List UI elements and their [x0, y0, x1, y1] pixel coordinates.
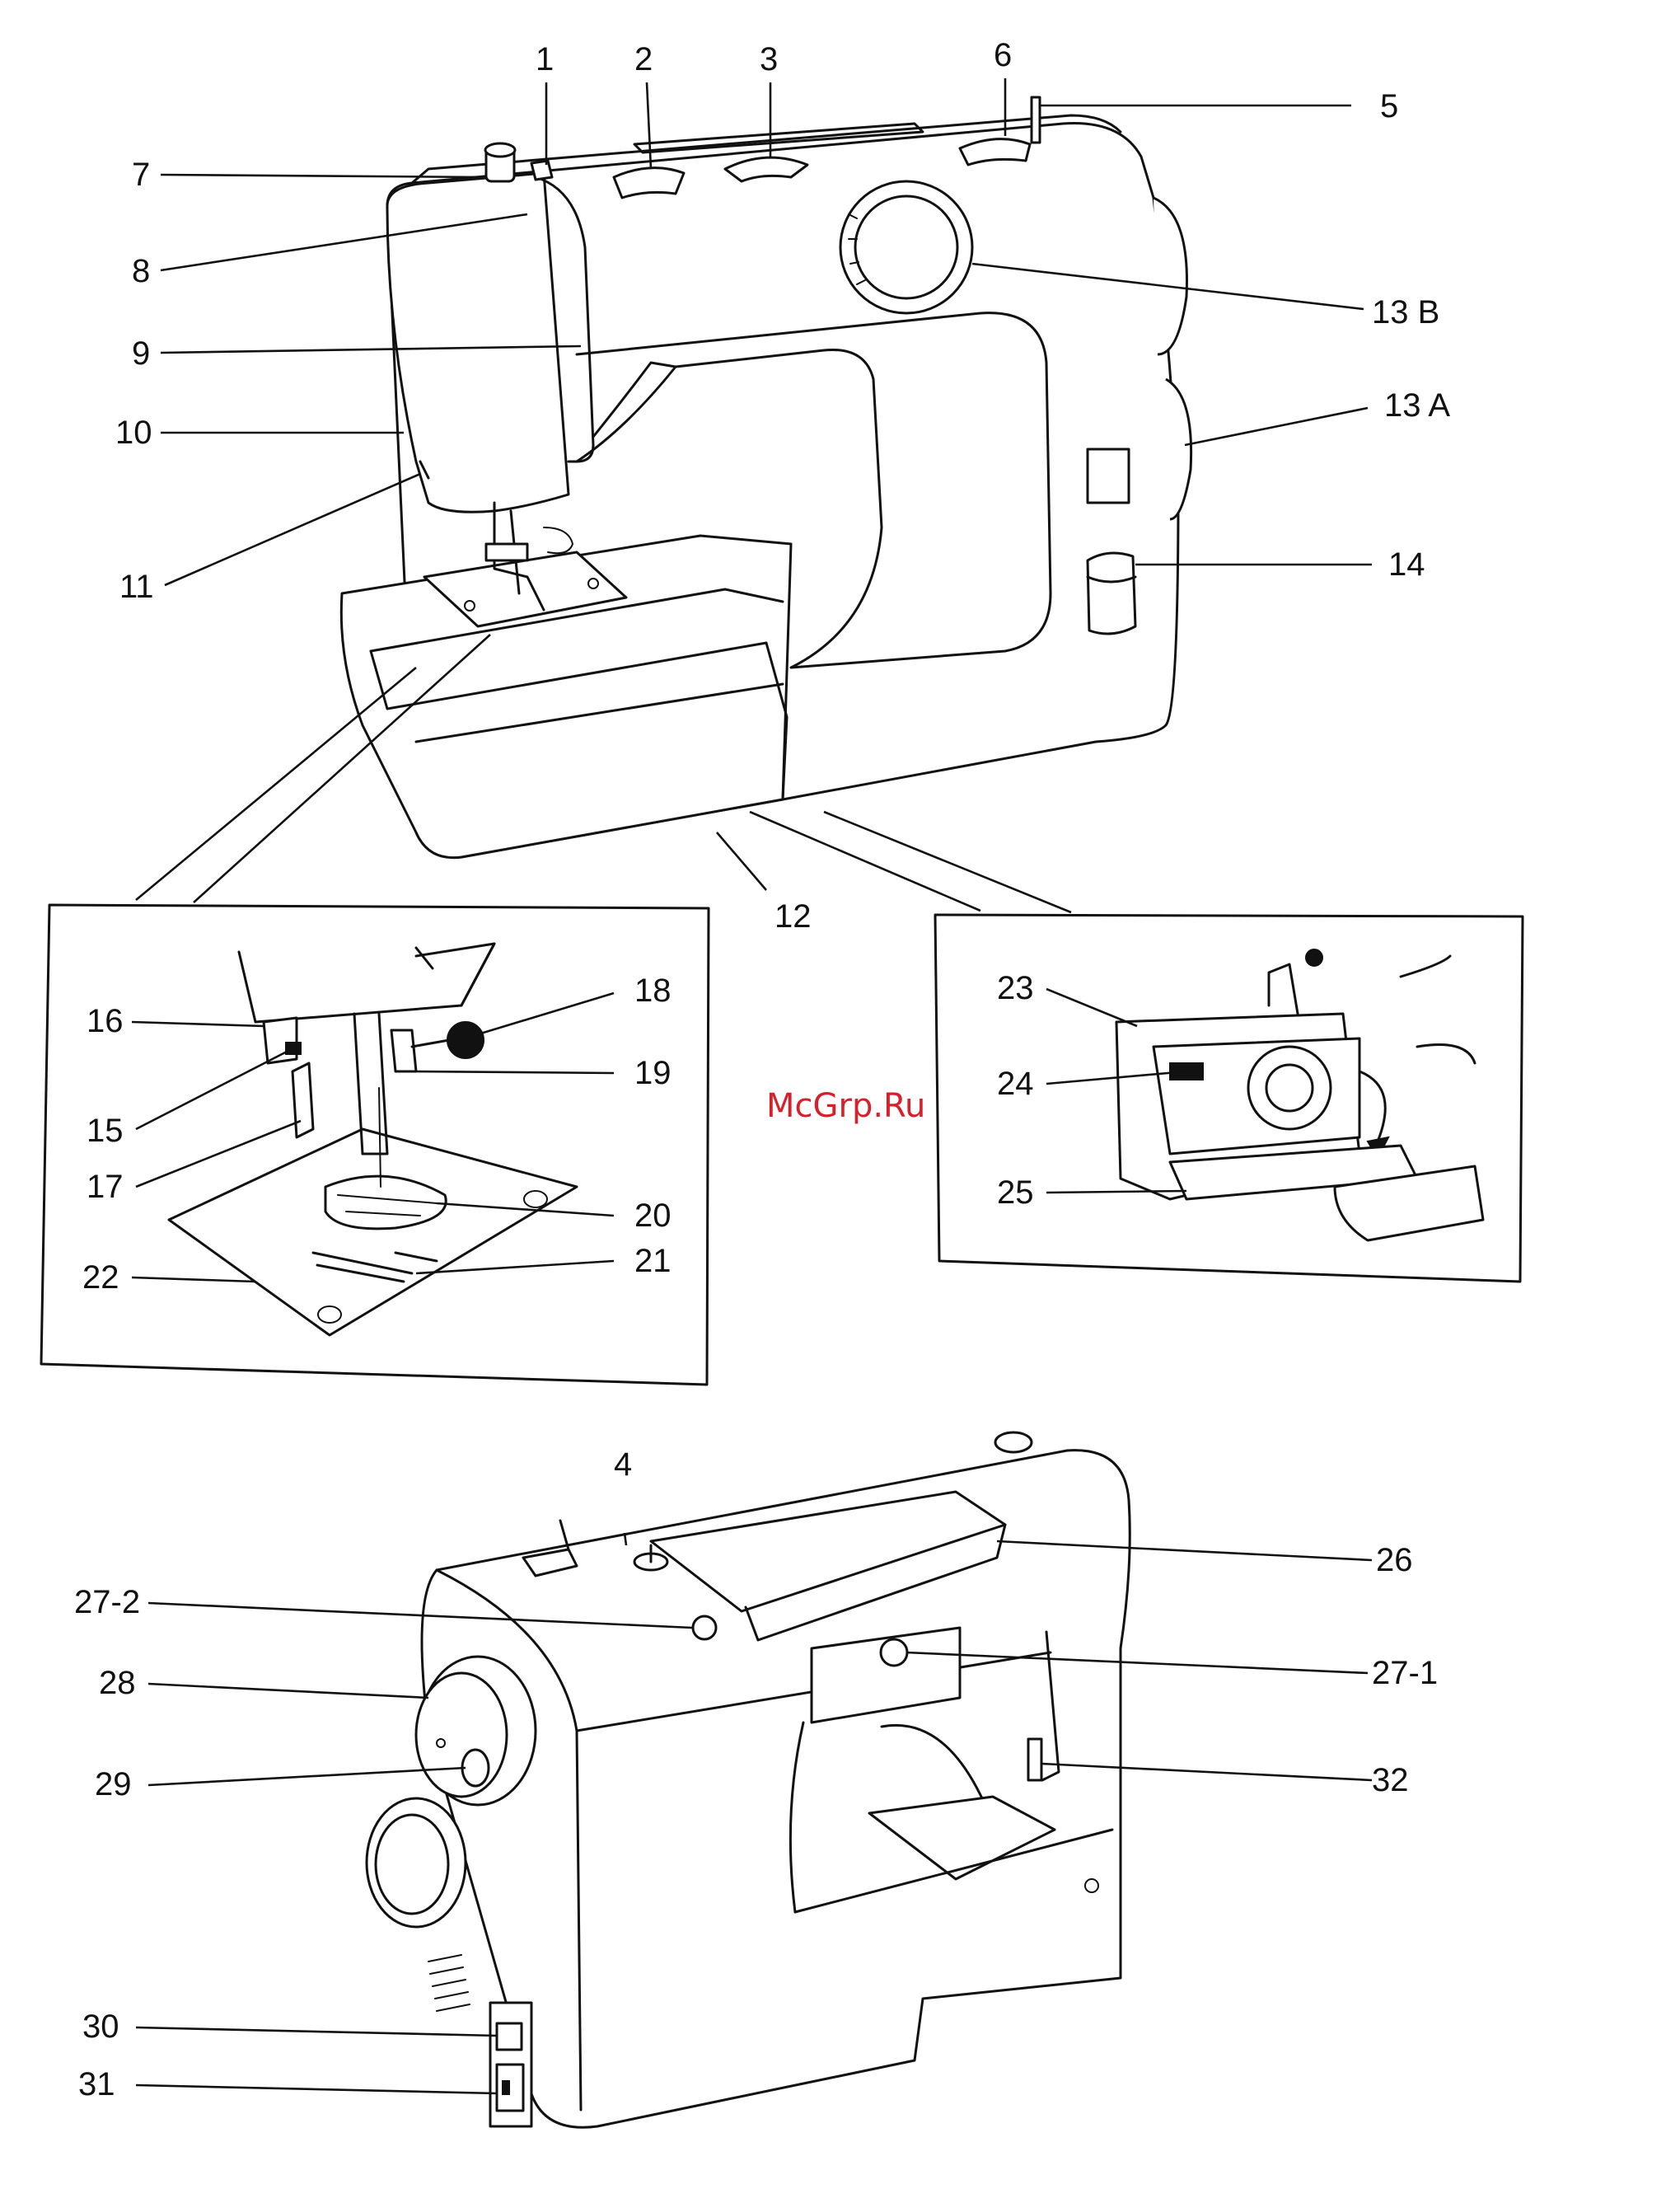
bobbin-winder-stopper	[614, 168, 684, 198]
inset-arrow	[1359, 1071, 1385, 1146]
inset-buttonhole-lever	[292, 1063, 313, 1137]
label-27-2: 27-2	[74, 1584, 140, 1620]
stitch-length-window	[1088, 449, 1129, 503]
label-31: 31	[78, 2066, 115, 2102]
take-up-lever	[531, 161, 552, 180]
label-24: 24	[997, 1066, 1034, 1102]
reverse-button	[1088, 553, 1135, 634]
inset-thread-cutter	[264, 1018, 297, 1063]
inset-screw-shaft	[412, 1040, 449, 1047]
inset-needle-threader	[286, 1043, 301, 1054]
leader-16	[132, 1022, 264, 1026]
label-21: 21	[634, 1243, 672, 1279]
label-3: 3	[760, 41, 778, 77]
label-13b: 13 B	[1372, 294, 1439, 330]
leader-19	[416, 1071, 614, 1073]
label-19: 19	[634, 1055, 672, 1091]
label-4: 4	[614, 1446, 632, 1483]
label-27-1: 27-1	[1372, 1655, 1438, 1691]
stitch-width-dial	[367, 1798, 466, 1927]
inset-head-outline	[239, 944, 494, 1022]
leader-30	[136, 2027, 497, 2036]
inset-head-front	[416, 944, 494, 1005]
leader-18	[478, 993, 614, 1034]
label-18: 18	[634, 973, 672, 1009]
leader-31	[136, 2085, 497, 2093]
inset-needle-plate	[169, 1129, 577, 1335]
back-screw	[881, 1639, 907, 1666]
leader-13a	[1185, 408, 1368, 445]
label-28: 28	[99, 1665, 136, 1701]
label-30: 30	[82, 2008, 119, 2045]
label-6: 6	[994, 37, 1012, 73]
power-switch	[497, 2023, 522, 2050]
label-5: 5	[1380, 88, 1398, 124]
back-tension-knob	[995, 1432, 1032, 1452]
inset-presser-bar	[1269, 964, 1298, 1014]
inset-needle-clamp-screw	[447, 1022, 484, 1058]
label-1: 1	[536, 41, 554, 77]
label-10: 10	[115, 415, 152, 451]
inset-head-line	[416, 948, 433, 968]
vent-slots	[428, 1955, 470, 2011]
label-11: 11	[119, 569, 154, 605]
label-22: 22	[82, 1259, 119, 1296]
label-16: 16	[87, 1003, 124, 1039]
label-20: 20	[634, 1198, 672, 1234]
bobbin-clutch	[462, 1750, 489, 1786]
pressure-dial-top	[485, 143, 515, 157]
hand-wheel-edge-upper	[1154, 198, 1187, 354]
inset-bobbin-case	[1248, 1047, 1331, 1129]
inset-arm-lines	[1401, 956, 1475, 1063]
label-29: 29	[95, 1766, 132, 1802]
leader-28	[148, 1684, 428, 1698]
label-23: 23	[997, 970, 1034, 1006]
inset-needle-clamp	[391, 1030, 416, 1071]
inset-bobbin-area	[750, 812, 1523, 1282]
hand-wheel-face	[416, 1673, 507, 1797]
inset-needle-clamp	[1306, 949, 1322, 966]
leader-22	[132, 1277, 255, 1282]
label-26: 26	[1376, 1542, 1413, 1578]
label-2: 2	[634, 41, 653, 77]
inset-pointer-line	[136, 668, 416, 900]
label-25: 25	[997, 1174, 1034, 1211]
label-12: 12	[774, 898, 812, 935]
watermark: McGrp.Ru	[766, 1087, 925, 1125]
side-screw	[693, 1616, 716, 1639]
thread-cutter-back	[1028, 1739, 1041, 1780]
spool-pin	[1032, 97, 1040, 143]
front-view-machine	[341, 97, 1191, 858]
leader-23	[1046, 989, 1137, 1026]
label-32: 32	[1372, 1762, 1409, 1798]
stitch-selector-dial	[840, 181, 972, 313]
socket-pin	[503, 2081, 509, 2094]
presser-foot-front	[486, 544, 527, 560]
leader-2	[647, 82, 651, 169]
label-8: 8	[132, 253, 150, 289]
leader-12	[717, 832, 766, 890]
label-9: 9	[132, 335, 150, 372]
label-14: 14	[1388, 546, 1425, 583]
label-7: 7	[132, 157, 150, 193]
leader-7	[161, 175, 486, 177]
back-view-machine	[367, 1432, 1130, 2127]
label-15: 15	[87, 1113, 124, 1149]
label-17: 17	[87, 1169, 124, 1205]
leader-15	[136, 1051, 288, 1129]
leader-11	[165, 474, 420, 585]
leader-29	[148, 1768, 466, 1785]
label-13a: 13 A	[1384, 387, 1450, 424]
hand-wheel-edge-lower	[1166, 379, 1191, 519]
